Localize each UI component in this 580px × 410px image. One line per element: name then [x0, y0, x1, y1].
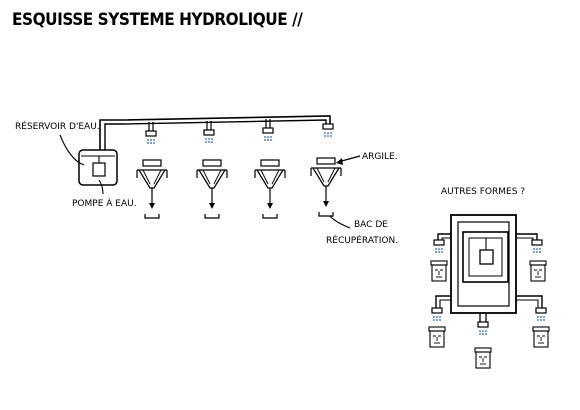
alt-outer-frame — [450, 214, 517, 314]
alt-dripper — [431, 307, 443, 322]
bac-pointer — [329, 215, 351, 229]
page-title: ESQUISSE SYSTEME HYDROLIQUE // — [12, 10, 303, 30]
label-reservoir: RÉSERVOIR D'EAU. — [15, 120, 100, 132]
alt-branches — [435, 233, 543, 322]
alt-dripper — [433, 239, 445, 254]
label-recuperation: RÉCUPÉRATION. — [326, 234, 398, 246]
planter — [196, 159, 228, 219]
planter — [254, 159, 286, 219]
dripper-branches — [148, 119, 271, 131]
label-autres-formes: AUTRES FORMES ? — [441, 187, 525, 197]
mask-planter — [428, 326, 446, 348]
dripper — [262, 127, 274, 142]
alt-dripper — [477, 321, 489, 336]
label-bac: BAC DE — [354, 220, 388, 230]
supply-pipe — [99, 115, 331, 150]
label-argile: ARGILE. — [362, 152, 398, 162]
pump — [92, 156, 106, 177]
label-pompe: POMPE À EAU. — [72, 197, 137, 209]
argile-arrow — [336, 155, 361, 165]
planter — [136, 159, 168, 219]
mask-planter — [474, 347, 492, 369]
reservoir-pointer — [59, 134, 85, 166]
alt-dripper — [531, 239, 543, 254]
dripper — [322, 123, 334, 138]
pump-pointer — [98, 179, 104, 195]
planter — [310, 157, 342, 217]
mask-planter — [430, 260, 448, 282]
dripper — [203, 129, 215, 144]
mask-planter — [529, 260, 547, 282]
alt-dripper — [535, 307, 547, 322]
reservoir — [78, 149, 118, 186]
dripper — [145, 130, 157, 145]
mask-planter — [532, 326, 550, 348]
alt-pump — [479, 238, 494, 265]
